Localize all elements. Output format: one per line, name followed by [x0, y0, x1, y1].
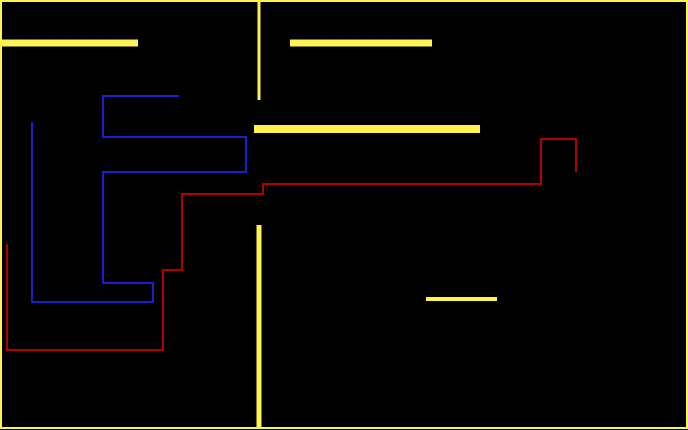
blue-player-trail [31, 95, 247, 303]
yellow-walls [0, 2, 497, 428]
red-player-trail [6, 138, 577, 351]
